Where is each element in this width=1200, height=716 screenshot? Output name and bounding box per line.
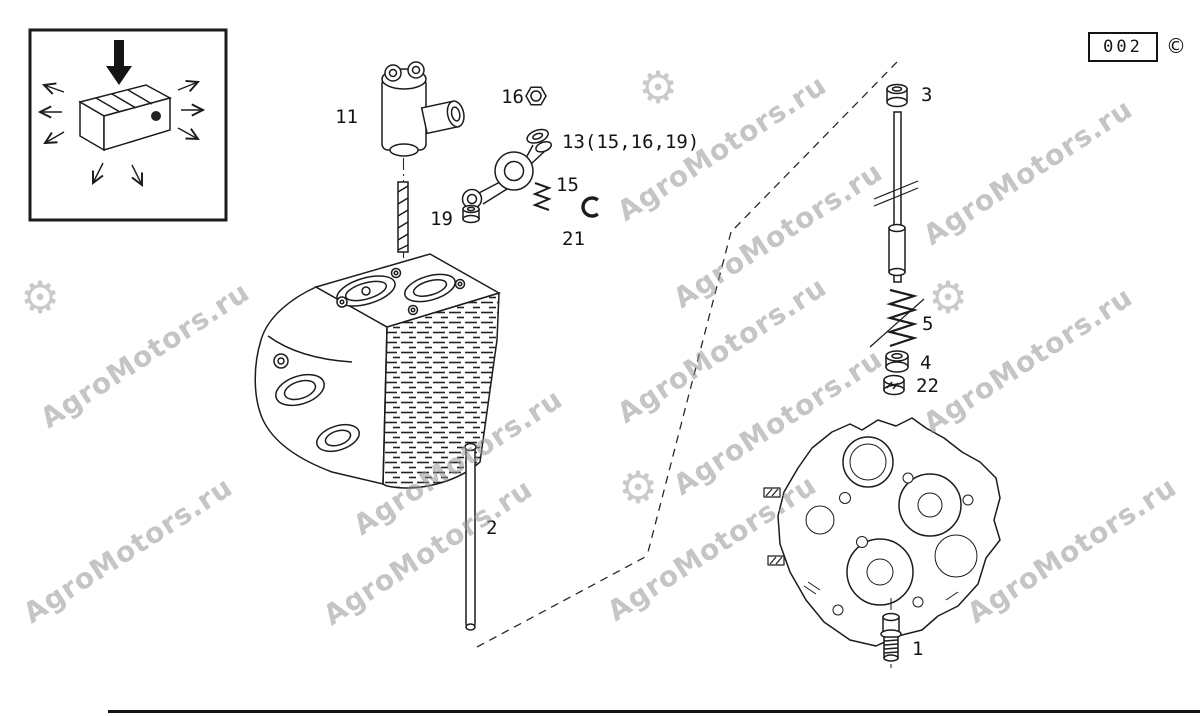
dashed-construction-lines (476, 61, 898, 648)
part-label-4: 4 (920, 352, 931, 374)
part-label-1: 1 (912, 638, 923, 660)
snap-ring-part-21 (581, 196, 599, 218)
spray-arrows (37, 79, 206, 187)
install-direction-arrow (106, 40, 132, 85)
valve-seal-part-22 (883, 374, 905, 396)
push-rod-part-2 (464, 442, 477, 631)
valve-spring-part-5 (869, 288, 925, 348)
filter-part-thumbnail (78, 84, 173, 152)
part-label-19: 19 (430, 208, 453, 230)
part-label-16: 16 (501, 86, 524, 108)
part-label-5: 5 (922, 313, 933, 335)
part-label-21: 21 (562, 228, 585, 250)
stud-part-1 (880, 612, 902, 662)
part-label-15: 15 (556, 174, 579, 196)
spring-collar-part-4 (885, 350, 909, 373)
part-label-22: 22 (916, 375, 939, 397)
valve-cap-part-3 (886, 83, 908, 108)
page-number: 002 (1103, 37, 1143, 57)
engine-block (763, 417, 1001, 647)
valve-bracket-part-11 (381, 61, 465, 253)
bottom-rule (108, 710, 1200, 713)
rocker-arm-part-13 (461, 128, 553, 210)
part-label-3: 3 (921, 84, 932, 106)
block-left-bosses (763, 487, 785, 566)
part-label-11: 11 (335, 106, 358, 128)
orientation-inset (28, 28, 228, 222)
cooling-fins-region (382, 291, 500, 489)
part-label-13: 13(15,16,19) (562, 131, 699, 153)
part-label-2: 2 (486, 517, 497, 539)
cylinder-head (254, 253, 501, 489)
bolt-part-19 (462, 204, 480, 224)
mounting-stud (397, 181, 409, 253)
spring-part-15 (532, 182, 552, 211)
copyright-icon: © (1166, 34, 1186, 58)
nut-part-16 (525, 86, 547, 106)
page-number-box: 002 (1088, 32, 1158, 62)
valve-stem (873, 111, 919, 283)
